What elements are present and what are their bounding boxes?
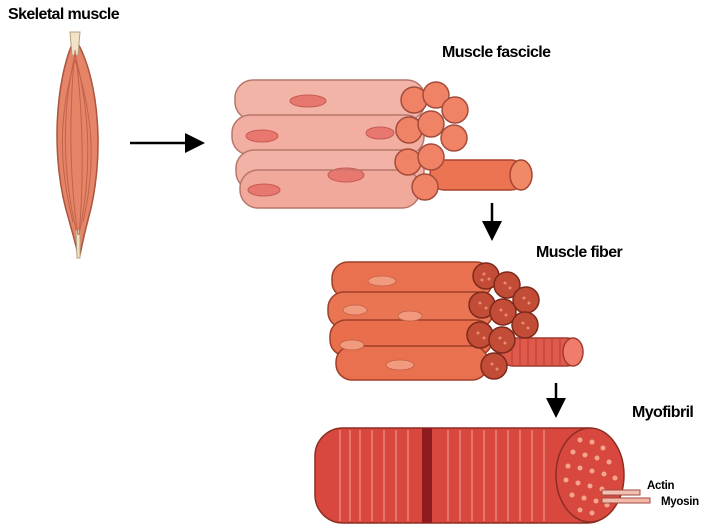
muscle-fascicle-label: Muscle fascicle [442,44,550,62]
myofibril-illustration [315,428,650,523]
muscle-fiber-label: Muscle fiber [536,244,622,262]
skeletal-muscle-label: Skeletal muscle [8,6,119,24]
actin-filament [602,490,640,495]
skeletal-muscle-illustration [57,32,98,258]
myosin-filament [602,498,650,503]
myofibril-label: Myofibril [632,404,693,422]
actin-label: Actin [647,480,674,492]
muscle-fiber-illustration [328,262,583,380]
myosin-label: Myosin [661,496,699,508]
muscle-fascicle-illustration [232,80,532,208]
